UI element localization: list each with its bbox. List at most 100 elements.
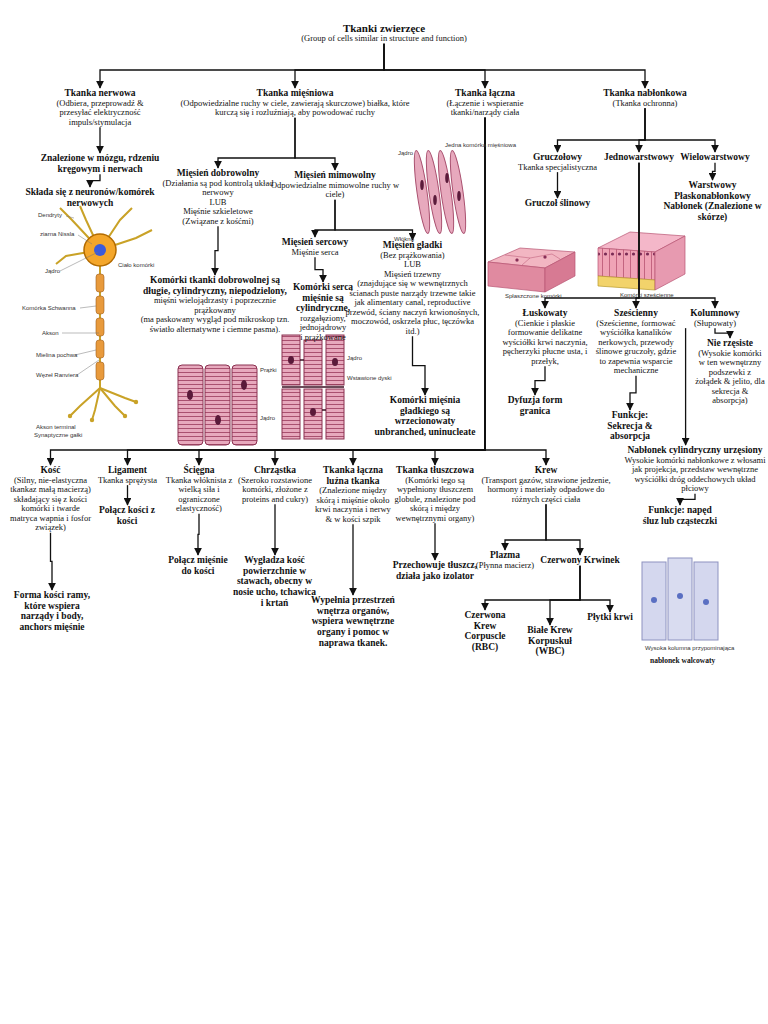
tissue-node: Gruczoł ślinowy	[515, 198, 600, 209]
squamous-epithelium-illustration	[488, 248, 575, 292]
tissue-node: Sześcienny(Sześcienne, formować wyściółk…	[595, 308, 677, 376]
tree-connector	[630, 376, 636, 410]
nucleus	[457, 191, 461, 201]
node-heading: Mięsień mimowolny	[270, 170, 400, 181]
part-label: Węzeł Ranviera	[36, 372, 78, 378]
node-body: LUB	[345, 260, 480, 270]
tissue-node: Tkanka nerwowa(Odbiera, przeprowadź & pr…	[40, 88, 160, 127]
node-body: (Wysokie komórki w ten wewnętrzny podsze…	[695, 349, 765, 406]
tree-connector	[545, 163, 639, 308]
node-heading: Mięsień sercowy	[275, 237, 355, 248]
tree-connector	[645, 108, 715, 152]
cardiac-cell	[326, 389, 344, 439]
node-body: (ma paskowany wygląd pod mikroskop tzn. …	[140, 315, 290, 334]
tissue-node: Chrząstka(Szeroko rozstawione komórki, z…	[236, 465, 314, 504]
nucleus	[544, 256, 547, 259]
node-body: (Sześcienne, formować wyściółka kanalikó…	[595, 319, 677, 376]
nucleus	[703, 599, 709, 605]
cardiac-cell	[282, 335, 300, 385]
nucleus	[433, 195, 437, 205]
tree-connector	[546, 504, 580, 555]
node-heading: Tkanka mięśniowa	[170, 88, 420, 99]
part-label: ziarna Nissla	[40, 231, 74, 237]
node-heading: Wygładza kość powierzchnie w stawach, ob…	[232, 555, 317, 608]
node-body: Mięśnie szkieletowe	[158, 207, 278, 217]
part-label: Komórki sześcienne	[620, 292, 674, 298]
tree-connector	[485, 566, 580, 610]
cell-outlines	[505, 254, 560, 265]
node-heading: Komórki mięśnia gładkiego są wrzecionowa…	[370, 395, 480, 438]
synaptic-knob	[123, 414, 127, 418]
node-body: Tkanka sprężysta	[90, 476, 165, 486]
tree-connector	[558, 108, 646, 152]
leader-line	[75, 350, 96, 355]
node-body: Mięsień trzewny	[345, 270, 480, 280]
cardiac-muscle-illustration	[282, 335, 344, 439]
node-heading: Tkanka łączna	[430, 88, 540, 99]
part-label: Jedna komórka mięśniowa	[445, 142, 516, 148]
tissue-node: Płytki krwi	[585, 612, 635, 623]
cell-body	[84, 234, 116, 266]
smooth-muscle-cell	[447, 150, 469, 235]
myelin-segment	[96, 296, 104, 314]
node-heading: Nie rzęsiste	[695, 338, 765, 349]
node-body: (Transport gazów, strawione jedzenie, ho…	[476, 476, 616, 505]
node-heading: Gruczołowy	[515, 152, 600, 163]
muscle-fiber	[205, 365, 230, 445]
node-body: Wysokie komórki nabłonkowe z włosami jak…	[620, 456, 768, 494]
tree-connector	[90, 174, 100, 187]
tissue-node: Mięsień dobrowolny(Działania są pod kont…	[158, 168, 278, 226]
node-body: (Tkanka ochronna)	[590, 99, 700, 109]
intercalated-discs	[282, 360, 344, 410]
myelin-segment	[96, 274, 104, 292]
tree-connector	[713, 163, 716, 180]
nucleus	[445, 173, 449, 183]
tree-connector	[413, 336, 426, 395]
node-body: Odpowiedzialne mimowolne ruchy w ciele)	[270, 181, 400, 200]
leader-line	[62, 333, 99, 334]
myelin-segment	[96, 318, 104, 336]
node-heading: Krew	[476, 465, 616, 476]
columnar-epithelium-illustration	[642, 558, 718, 640]
nucleus	[516, 259, 519, 262]
neuron-illustration	[56, 206, 152, 422]
part-label: Włókno	[394, 236, 414, 242]
node-heading: Funkcje: napęd śluz lub cząsteczki	[640, 505, 720, 526]
myelin-segment	[96, 340, 104, 358]
node-body: mięśni wielojądrzasty i poprzecznie prąż…	[140, 296, 290, 315]
tree-connector	[274, 504, 275, 555]
tree-connector	[295, 118, 335, 170]
node-body: (Znalezione między skórą i mięśnie około…	[312, 486, 394, 524]
intercalated-disc	[300, 359, 304, 361]
cardiac-cell	[326, 335, 344, 385]
node-body: (Group of cells similar in structure and…	[254, 34, 514, 44]
node-body: LUB	[158, 198, 278, 208]
tissue-node: Tkanka tłuszczowa(Komórki tego są wypełn…	[394, 465, 476, 523]
slab-front	[598, 248, 655, 280]
node-heading: Funkcje: Sekrecja & absorpcja	[600, 410, 660, 442]
tissue-node: Białe Krew Korpuskuł (WBC)	[520, 625, 580, 657]
cardiac-cell	[304, 389, 322, 439]
node-heading: Mięsień dobrowolny	[158, 168, 278, 179]
node-heading: Kość	[8, 465, 93, 476]
tissue-node: Składa się z neuronów/komórek nerwowych	[25, 187, 155, 208]
tree-connector	[685, 328, 686, 445]
tree-connector	[198, 514, 199, 555]
basement-membrane	[598, 276, 655, 290]
tree-connector	[99, 127, 100, 153]
node-body: (Odpowiedzialne ruchy w ciele, zawierają…	[170, 99, 420, 118]
axon-terminal	[100, 388, 136, 402]
nucleus	[332, 358, 338, 366]
tree-connector	[580, 566, 610, 612]
node-body: (Łączenie i wspieranie tkanki/narządy ci…	[430, 99, 540, 118]
tissue-node: Przechowuje tłuszcz, działa jako izolato…	[392, 560, 478, 581]
part-label: Synaptyczne gałki	[34, 432, 82, 438]
smooth-muscle-illustration	[411, 150, 469, 235]
node-heading: Przechowuje tłuszcz, działa jako izolato…	[392, 560, 478, 581]
synaptic-knob	[134, 400, 138, 404]
tissue-node: Komórki mięśnia gładkiego są wrzecionowa…	[370, 395, 480, 438]
node-body: (Związane z kośćmi)	[158, 217, 278, 227]
part-label: Akson	[42, 330, 59, 336]
node-heading: Ścięgna	[163, 465, 235, 476]
tree-connector	[434, 523, 435, 560]
